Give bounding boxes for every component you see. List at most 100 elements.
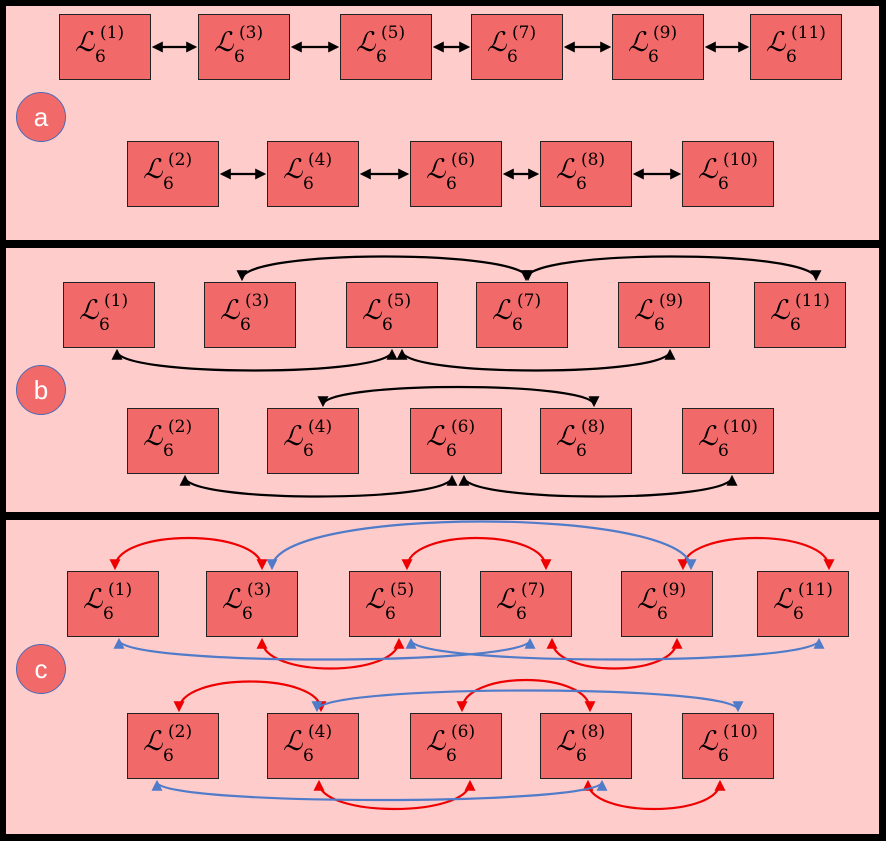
node-formula: ℒ(4)6: [281, 150, 345, 198]
node-b-2: ℒ(2)6: [127, 408, 219, 474]
node-superscript: (7): [512, 23, 537, 43]
node-symbol: ℒ: [556, 154, 576, 185]
node-subscript: 6: [163, 746, 174, 766]
node-superscript: (10): [723, 150, 758, 170]
node-superscript: (2): [168, 722, 193, 742]
node-symbol: ℒ: [492, 295, 512, 326]
arrow-(3)-(7): [236, 255, 534, 282]
node-symbol: ℒ: [766, 27, 786, 58]
node-b-9: ℒ(9)6: [618, 282, 710, 348]
node-superscript: (11): [798, 580, 833, 600]
node-subscript: 6: [95, 47, 106, 67]
node-formula: ℒ(6)6: [424, 417, 488, 465]
node-symbol: ℒ: [365, 584, 385, 615]
node-superscript: (1): [100, 23, 125, 43]
node-superscript: (6): [451, 150, 476, 170]
node-subscript: 6: [512, 315, 523, 335]
node-formula: ℒ(2)6: [141, 417, 205, 465]
node-c-2: ℒ(2)6: [127, 713, 219, 779]
node-superscript: (8): [581, 150, 606, 170]
node-superscript: (8): [581, 417, 606, 437]
node-a-8: ℒ(8)6: [540, 141, 632, 207]
node-formula: ℒ(11) 6: [764, 23, 828, 71]
arrow-(1)-(3): [109, 536, 268, 571]
arrow-(6)-(10): [458, 474, 738, 498]
node-subscript: 6: [303, 174, 314, 194]
arrow-(7)-(9): [546, 637, 683, 670]
node-subscript: 6: [718, 441, 729, 461]
node-superscript: (11): [795, 291, 830, 311]
node-subscript: 6: [99, 315, 110, 335]
node-formula: ℒ(3)6: [212, 23, 276, 71]
node-c-10: ℒ(10)6: [682, 713, 774, 779]
node-subscript: 6: [576, 441, 587, 461]
node-c-3: ℒ(3) 6: [206, 571, 298, 637]
node-superscript: (9): [662, 580, 687, 600]
node-a-10: ℒ(10) 6: [682, 141, 774, 207]
arrow-(1)-(7): [113, 637, 536, 661]
node-superscript: (1): [104, 291, 129, 311]
node-formula: ℒ(4)6: [281, 722, 345, 770]
node-formula: ℒ(7)6: [494, 580, 558, 628]
node-subscript: 6: [303, 746, 314, 766]
node-formula: ℒ(5)6: [360, 291, 424, 339]
node-formula: ℒ(10)6: [696, 722, 760, 770]
node-b-3: ℒ(3)6: [204, 282, 296, 348]
node-b-1: ℒ(1)6: [63, 282, 155, 348]
node-superscript: (11): [791, 23, 826, 43]
node-superscript: (5): [381, 23, 406, 43]
node-c-7: ℒ(7)6: [480, 571, 572, 637]
node-superscript: (2): [168, 417, 193, 437]
node-subscript: 6: [786, 47, 797, 67]
node-symbol: ℒ: [698, 421, 718, 452]
node-c-8: ℒ(8)6: [540, 713, 632, 779]
node-superscript: (8): [581, 722, 606, 742]
node-subscript: 6: [163, 174, 174, 194]
node-b-5: ℒ(5)6: [346, 282, 438, 348]
node-superscript: (4): [308, 722, 333, 742]
node-formula: ℒ(2)6: [141, 722, 205, 770]
node-subscript: 6: [793, 604, 804, 624]
node-symbol: ℒ: [143, 421, 163, 452]
arrow-(2)-(4): [173, 680, 327, 713]
node-subscript: 6: [718, 746, 729, 766]
node-a-2: ℒ(2)6: [127, 141, 219, 207]
node-symbol: ℒ: [222, 584, 242, 615]
node-c-6: ℒ(6)6: [410, 713, 502, 779]
node-symbol: ℒ: [214, 27, 234, 58]
node-b-4: ℒ(4)6: [267, 408, 359, 474]
panel-b-label: b: [16, 365, 66, 415]
node-b-11: ℒ(11)6: [754, 282, 846, 348]
node-formula: ℒ(6)6: [424, 722, 488, 770]
node-superscript: (10): [723, 722, 758, 742]
node-subscript: 6: [242, 604, 253, 624]
arrow-(2)-(6): [179, 474, 458, 498]
node-formula: ℒ(9)6: [626, 23, 690, 71]
node-symbol: ℒ: [283, 421, 303, 452]
node-superscript: (2): [168, 150, 193, 170]
node-symbol: ℒ: [426, 726, 446, 757]
node-subscript: 6: [376, 47, 387, 67]
node-b-7: ℒ(7)6: [476, 282, 568, 348]
node-symbol: ℒ: [698, 154, 718, 185]
node-superscript: (10): [723, 417, 758, 437]
node-symbol: ℒ: [356, 27, 376, 58]
node-subscript: 6: [446, 441, 457, 461]
node-symbol: ℒ: [770, 295, 790, 326]
arrow-(3)-(9): [266, 520, 697, 571]
arrow-(5)-(9): [396, 348, 676, 372]
node-a-6: ℒ(6)6: [410, 141, 502, 207]
node-subscript: 6: [507, 47, 518, 67]
node-formula: ℒ(1)6: [73, 23, 137, 71]
arrow-(3)-(5): [256, 637, 405, 670]
arrow-(5)-(11): [405, 637, 825, 661]
node-a-5: ℒ(5) 6: [340, 14, 432, 80]
node-a-11: ℒ(11) 6: [750, 14, 842, 80]
node-formula: ℒ(2)6: [141, 150, 205, 198]
node-subscript: 6: [718, 174, 729, 194]
arrow-(6)-(8): [456, 679, 596, 713]
node-superscript: (3): [247, 580, 272, 600]
node-superscript: (5): [387, 291, 412, 311]
